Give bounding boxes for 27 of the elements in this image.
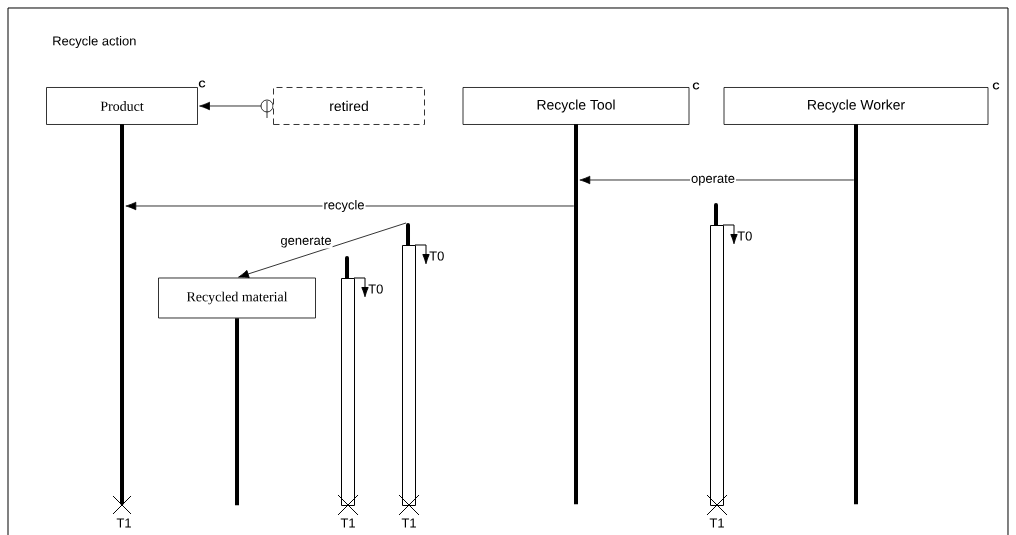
edge-label: recycle (322, 198, 366, 214)
time-label: T0 (368, 284, 383, 294)
time-label: T0 (737, 231, 752, 241)
activation-bar (341, 256, 369, 506)
time-label: T1 (116, 518, 131, 528)
diagram-title: Recycle action (53, 35, 136, 49)
arrow (125, 201, 575, 211)
activation-bar (710, 203, 738, 506)
class-mark: C (692, 82, 700, 90)
time-label: T1 (709, 518, 724, 528)
lifeline (854, 124, 858, 505)
edge-label: operate (690, 173, 736, 187)
object-box: retired (273, 87, 425, 125)
class-mark: C (992, 82, 1000, 90)
lifeline (235, 318, 239, 506)
activation-bar (402, 223, 430, 506)
edge-label: generate (279, 235, 333, 249)
time-label: T1 (401, 518, 416, 528)
time-label: T1 (340, 518, 355, 528)
object-box: Recycled material (158, 277, 316, 319)
arrow (238, 222, 407, 279)
object-box: Product (46, 87, 198, 125)
object-box: Recycle Worker (723, 87, 989, 125)
object-box: Recycle Tool (462, 87, 690, 125)
arrow (199, 101, 262, 111)
time-label: T0 (429, 251, 444, 261)
class-mark: C (198, 80, 206, 88)
